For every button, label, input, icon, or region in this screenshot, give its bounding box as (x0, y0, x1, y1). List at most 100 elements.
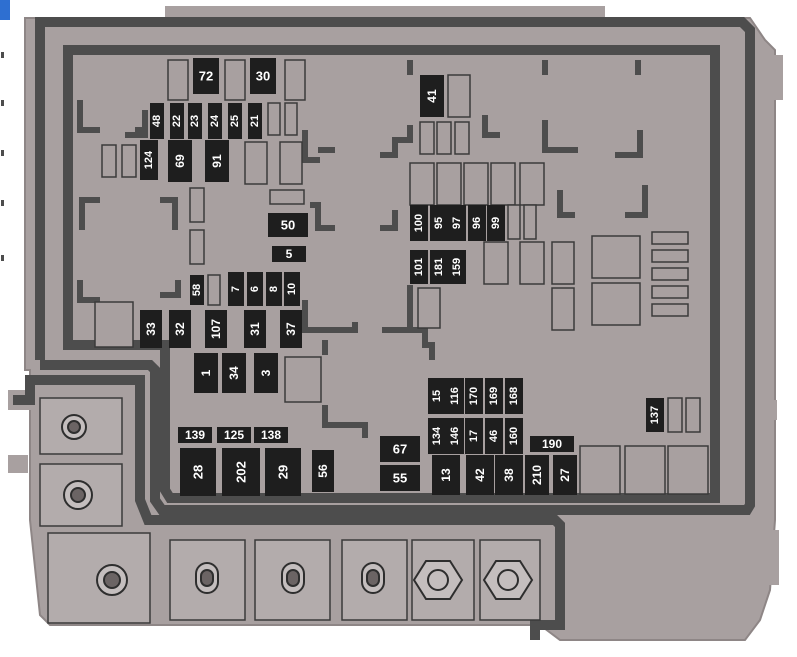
fuse-label-124: 124 (143, 150, 155, 169)
fuses (140, 58, 664, 496)
fuse-34 (222, 353, 246, 393)
fuse-202 (222, 448, 260, 496)
fuse-181 (430, 250, 448, 284)
fuse-46 (485, 418, 503, 454)
fuse-55 (380, 465, 420, 491)
fuse-95 (430, 205, 448, 241)
bracket (310, 202, 335, 231)
edge-mark (1, 150, 4, 156)
edge-mark (1, 52, 4, 58)
fuse-24 (208, 103, 222, 139)
fuse-label-1: 1 (199, 369, 213, 376)
fuse-15 (428, 378, 446, 414)
fuse-100 (410, 205, 428, 241)
fuse-10 (284, 272, 300, 306)
fuse-label-168: 168 (508, 387, 520, 405)
fuse-label-31: 31 (248, 322, 262, 336)
fuse-label-7: 7 (230, 286, 242, 292)
fuse-139 (178, 427, 212, 443)
fuse-3 (254, 353, 278, 393)
fuse-label-169: 169 (488, 387, 500, 405)
brackets (77, 60, 648, 438)
fuse-label-37: 37 (284, 322, 298, 336)
fuse-91 (205, 140, 229, 182)
outline-walls (13, 17, 755, 640)
slot (284, 356, 322, 403)
oval-stud-icon (366, 569, 380, 587)
fuse-label-91: 91 (210, 154, 224, 168)
edge-mark (1, 255, 4, 261)
slot (551, 241, 575, 285)
top-tab (165, 6, 605, 20)
fuse-label-160: 160 (508, 427, 520, 445)
fuse-5 (272, 246, 306, 262)
bracket (77, 100, 100, 133)
slot (651, 285, 689, 299)
fuse-label-38: 38 (502, 468, 516, 482)
fuse-72 (193, 58, 219, 94)
fuse-160 (505, 418, 523, 454)
fuse-97 (448, 205, 466, 241)
slot (224, 59, 246, 101)
bracket (410, 327, 435, 360)
slot (284, 59, 306, 101)
fuse-label-139: 139 (185, 428, 205, 442)
bracket (160, 197, 178, 230)
fuse-label-27: 27 (558, 468, 572, 482)
slot (409, 162, 435, 206)
fuse-32 (169, 310, 191, 348)
fuse-label-42: 42 (473, 468, 487, 482)
fuse-label-146: 146 (449, 427, 461, 445)
fuse-27 (553, 455, 577, 495)
slot (284, 102, 298, 136)
slot (685, 397, 701, 433)
slot (463, 162, 489, 206)
fuse-168 (505, 378, 523, 414)
fuse-label-41: 41 (425, 89, 439, 103)
fuse-41 (420, 75, 444, 117)
slot (167, 59, 189, 101)
slot (101, 144, 117, 178)
fuse-28 (180, 448, 216, 496)
edge-mark (0, 0, 10, 20)
fuse-116 (446, 378, 464, 414)
bracket (615, 130, 643, 158)
fuse-67 (380, 436, 420, 462)
empty-slots (94, 59, 709, 495)
fuse-69 (168, 140, 192, 182)
fuse-21 (248, 103, 262, 139)
fuse-label-6: 6 (249, 286, 261, 292)
slot (436, 121, 452, 155)
fuse-label-24: 24 (209, 114, 221, 127)
slot (651, 303, 689, 317)
oval-stud-icon (200, 569, 214, 587)
fuse-169 (485, 378, 503, 414)
slot (507, 204, 521, 240)
slot (269, 189, 305, 205)
slot (417, 287, 441, 329)
slot (523, 204, 537, 240)
fuse-96 (468, 205, 486, 241)
slot (519, 241, 545, 285)
fuse-label-58: 58 (191, 284, 203, 296)
fuse-label-46: 46 (488, 430, 500, 442)
fuse-48 (150, 103, 164, 139)
relay-socket (591, 235, 641, 279)
fuse-101 (410, 250, 428, 284)
fuse-label-29: 29 (276, 465, 291, 479)
fuse-22 (170, 103, 184, 139)
fuse-label-138: 138 (261, 428, 281, 442)
slot (419, 121, 435, 155)
stud-block (169, 539, 246, 621)
fuse-label-72: 72 (199, 69, 213, 84)
fuse-30 (250, 58, 276, 94)
right-tab-2 (765, 400, 777, 420)
fuse-label-48: 48 (151, 115, 163, 127)
round-stud-icon (70, 487, 86, 503)
bracket (77, 280, 100, 303)
fuse-label-56: 56 (316, 464, 330, 478)
inner-outline (63, 45, 720, 503)
fuse-label-25: 25 (229, 115, 241, 127)
slot (483, 241, 509, 285)
slot (490, 162, 516, 206)
